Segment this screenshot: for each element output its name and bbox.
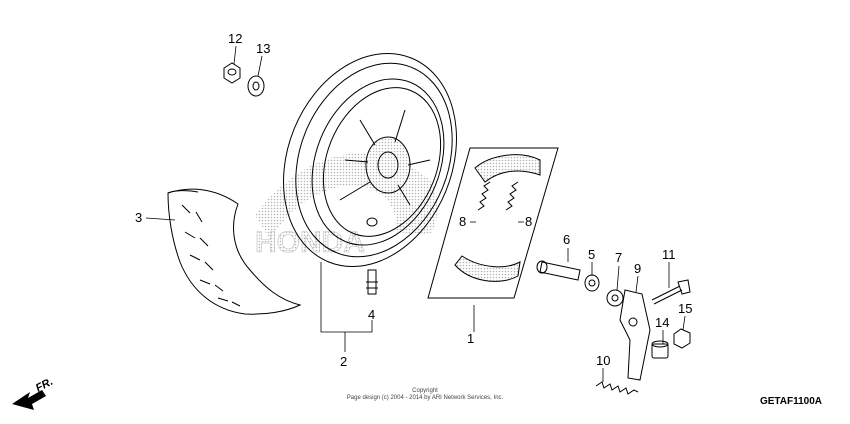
nut-part-12 <box>223 62 241 84</box>
spring-part-10 <box>595 381 639 395</box>
brake-shoe-assembly-part-1 <box>427 147 559 299</box>
callout-13: 13 <box>256 41 270 56</box>
copyright-line-1: Copyright <box>412 388 438 394</box>
nut-part-15 <box>673 328 691 349</box>
indicator-part-7 <box>606 289 624 307</box>
callout-5: 5 <box>588 247 595 262</box>
valve-part-4 <box>366 269 378 295</box>
seal-part-5 <box>584 274 600 292</box>
callout-labels: 1 2 3 4 5 6 7 8 8 9 10 11 12 13 14 15 <box>135 31 692 369</box>
callout-4: 4 <box>368 307 375 322</box>
bolt-part-11 <box>651 279 691 305</box>
tire-part-3 <box>167 188 302 315</box>
copyright-line-2: Page design (c) 2004 - 2014 by ARI Netwo… <box>346 395 504 401</box>
callout-15: 15 <box>678 301 692 316</box>
callout-3: 3 <box>135 210 142 225</box>
collar-part-14 <box>651 340 669 359</box>
callout-14: 14 <box>655 315 669 330</box>
callout-6: 6 <box>563 232 570 247</box>
callout-7: 7 <box>615 250 622 265</box>
arrow-icon <box>12 390 46 410</box>
diagram-code: GETAF1100A <box>759 396 822 407</box>
callout-8-right: 8 <box>525 214 532 229</box>
callout-10: 10 <box>596 353 610 368</box>
brake-arm-part-9 <box>619 289 651 381</box>
leader-lines <box>145 45 686 382</box>
washer-part-13 <box>247 75 265 97</box>
callout-12: 12 <box>228 31 242 46</box>
callout-1: 1 <box>467 331 474 346</box>
cam-part-6 <box>536 260 581 281</box>
wheel-rim <box>283 52 457 268</box>
callout-2: 2 <box>340 354 347 369</box>
callout-9: 9 <box>634 261 641 276</box>
callout-8-left: 8 <box>459 214 466 229</box>
callout-11: 11 <box>662 247 676 262</box>
